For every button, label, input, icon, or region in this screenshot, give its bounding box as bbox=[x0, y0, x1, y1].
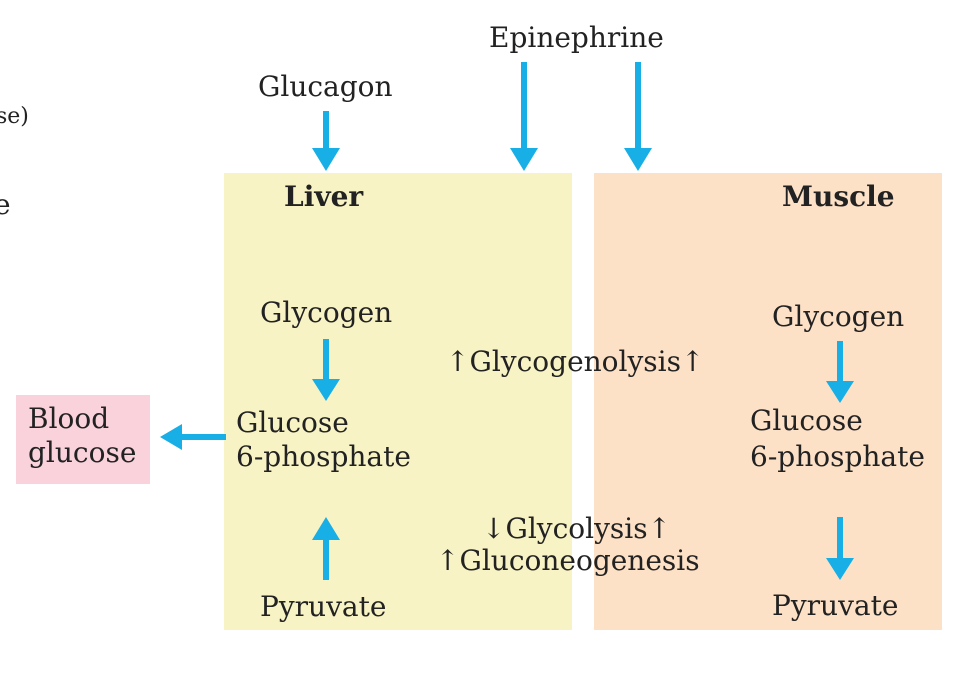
muscle-title: Muscle bbox=[782, 180, 895, 213]
left-edge-fragment-2: e bbox=[0, 188, 11, 221]
liver-glucose6p-line2: 6-phosphate bbox=[236, 440, 411, 473]
liver-pyruvate-to-g6p-arrow bbox=[312, 517, 340, 580]
epinephrine-label: Epinephrine bbox=[489, 21, 664, 54]
muscle-pyruvate-label: Pyruvate bbox=[772, 589, 899, 622]
epinephrine-to-liver-arrow bbox=[510, 62, 538, 171]
liver-panel bbox=[224, 173, 572, 630]
glucagon-to-liver-arrow bbox=[312, 111, 340, 171]
blood-glucose-line1: Blood bbox=[28, 402, 110, 435]
muscle-panel bbox=[594, 173, 942, 630]
epinephrine-to-muscle-arrow bbox=[624, 62, 652, 171]
muscle-glycogen-label: Glycogen bbox=[772, 300, 905, 333]
blood-glucose-box bbox=[16, 395, 150, 484]
liver-pyruvate-label: Pyruvate bbox=[260, 590, 387, 623]
glycogenolysis-label: ↑Glycogenolysis↑ bbox=[446, 345, 705, 378]
muscle-glycogen-to-g6p-arrow bbox=[826, 341, 854, 403]
muscle-glucose6p-line2: 6-phosphate bbox=[750, 440, 925, 473]
liver-title: Liver bbox=[284, 180, 364, 213]
blood-glucose-line2: glucose bbox=[28, 436, 137, 469]
liver-glycogen-label: Glycogen bbox=[260, 296, 393, 329]
liver-to-blood-arrow bbox=[160, 424, 226, 450]
left-edge-fragment-1: se) bbox=[0, 104, 29, 129]
muscle-glucose6p-line1: Glucose bbox=[750, 404, 863, 437]
glycolysis-label: ↓Glycolysis↑ bbox=[482, 512, 672, 545]
liver-glycogen-to-g6p-arrow bbox=[312, 339, 340, 401]
glucagon-label: Glucagon bbox=[258, 70, 393, 103]
gluconeogenesis-label: ↑Gluconeogenesis bbox=[436, 544, 700, 577]
liver-glucose6p-line1: Glucose bbox=[236, 406, 349, 439]
muscle-g6p-to-pyruvate-arrow bbox=[826, 517, 854, 580]
